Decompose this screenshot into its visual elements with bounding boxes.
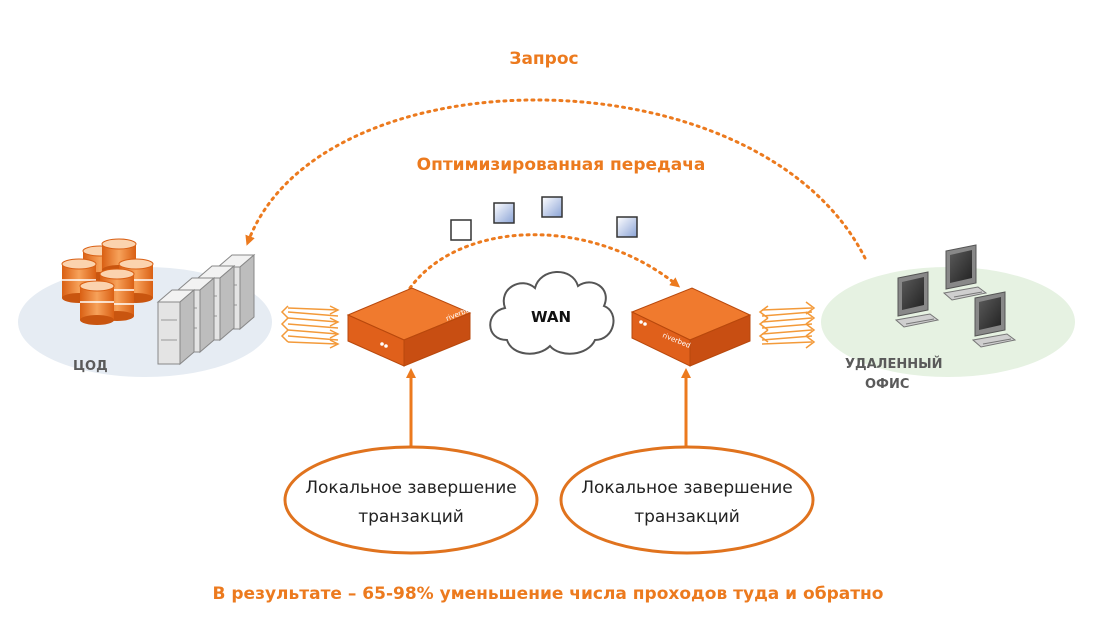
remote-office-label-line1: УДАЛЕННЫЙ	[845, 357, 943, 372]
optimized-transfer-arc	[408, 233, 681, 290]
packet-icon	[616, 216, 638, 238]
traffic-arrows-left	[280, 305, 340, 349]
local-termination-text-left: Локальное завершение транзакций	[305, 474, 517, 532]
remote-office-label-line2: ОФИС	[865, 377, 910, 392]
desktop-computer-icon	[894, 271, 940, 328]
local-termination-text-right: Локальное завершение транзакций	[581, 474, 793, 532]
database-stack-icon	[61, 238, 154, 325]
desktop-computer-icon	[942, 244, 988, 301]
server-rack-icon	[156, 253, 256, 366]
data-packets	[450, 196, 638, 241]
local-termination-line1: Локальное завершение	[305, 478, 517, 498]
request-arc	[245, 98, 867, 260]
traffic-arrows-right	[758, 301, 816, 349]
desktop-computer-icon	[971, 291, 1017, 348]
wan-optimizer-appliance-icon	[630, 287, 752, 367]
local-termination-ellipse-right	[559, 445, 815, 555]
local-termination-ellipse-left	[283, 445, 539, 555]
packet-icon	[541, 196, 563, 218]
request-label: Запрос	[509, 49, 579, 69]
result-caption: В результате – 65-98% уменьшение числа п…	[212, 584, 884, 604]
cloud-icon	[489, 271, 615, 355]
optimized-transfer-label: Оптимизированная передача	[416, 155, 706, 175]
local-termination-line1: Локальное завершение	[581, 478, 793, 498]
datacenter-label: ЦОД	[73, 359, 108, 374]
packet-icon	[450, 219, 472, 241]
remote-office-zone	[821, 267, 1075, 377]
wan-optimizer-appliance-icon	[346, 287, 472, 367]
packet-icon	[493, 202, 515, 224]
local-termination-line2: транзакций	[358, 507, 464, 527]
local-termination-line2: транзакций	[634, 507, 740, 527]
wan-label: WAN	[530, 308, 572, 326]
